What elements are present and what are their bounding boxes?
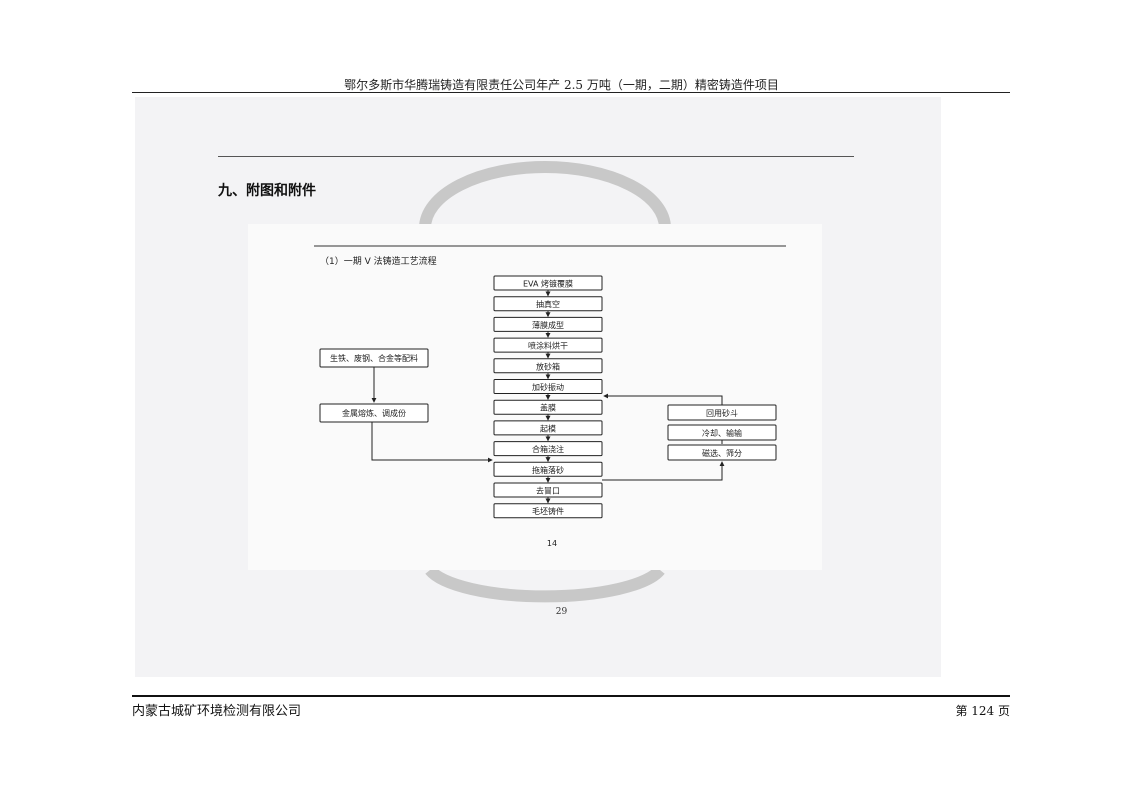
main-step-box bbox=[493, 316, 603, 332]
header-divider bbox=[132, 92, 1010, 93]
left-branch: 生铁、废钢、合金等配料 金属熔炼、调成份 bbox=[319, 348, 493, 463]
scan-page-number: 14 bbox=[547, 539, 557, 548]
figure-title: （1）一期 V 法铸造工艺流程 bbox=[320, 255, 437, 267]
left-step-box bbox=[319, 403, 429, 423]
main-step-label: 抽真空 bbox=[536, 299, 560, 309]
main-step-label: 放砂箱 bbox=[536, 361, 560, 371]
page-header-title: 鄂尔多斯市华腾瑞铸造有限责任公司年产 2.5 万吨（一期，二期）精密铸造件项目 bbox=[344, 78, 779, 92]
left-step-label: 金属熔炼、调成份 bbox=[342, 408, 406, 418]
footer-divider bbox=[132, 695, 1010, 697]
main-step-box bbox=[493, 503, 603, 519]
left-step-label: 生铁、废钢、合金等配料 bbox=[330, 353, 418, 363]
section-title: 九、附图和附件 bbox=[218, 183, 316, 199]
main-step-label: 喷涂料烘干 bbox=[528, 341, 568, 351]
right-step-box bbox=[667, 444, 777, 461]
main-step-label: EVA 烤镀覆膜 bbox=[523, 279, 573, 289]
main-step-label: 薄膜成型 bbox=[532, 320, 564, 330]
main-step-label: 毛坯铸件 bbox=[532, 506, 564, 516]
right-branch: 回用砂斗 冷却、输输 磁选、筛分 bbox=[602, 393, 777, 481]
process-flow-diagram: （1）一期 V 法铸造工艺流程 EVA 烤镀覆膜抽真空薄膜成型喷涂料烘干放砂箱加… bbox=[314, 245, 786, 548]
right-step-label: 冷却、输输 bbox=[702, 428, 742, 438]
main-steps: EVA 烤镀覆膜抽真空薄膜成型喷涂料烘干放砂箱加砂振动盖膜起模合箱浇注拖箱落砂去… bbox=[493, 275, 603, 519]
sand-return-arrow bbox=[603, 393, 723, 405]
footer-company: 内蒙古城矿环境检测有限公司 bbox=[132, 704, 302, 719]
main-step-label: 合箱浇注 bbox=[532, 444, 564, 454]
main-step-box bbox=[493, 461, 603, 477]
main-step-box bbox=[493, 358, 603, 374]
footer-page-label: 第 124 页 bbox=[955, 704, 1010, 718]
left-to-pouring-arrow bbox=[371, 422, 493, 463]
inner-page-number: 29 bbox=[555, 607, 568, 617]
shakeout-to-screening-arrow bbox=[602, 461, 725, 481]
main-step-label: 加砂振动 bbox=[532, 382, 564, 392]
main-step-label: 盖膜 bbox=[540, 403, 556, 413]
scan-divider bbox=[218, 156, 854, 157]
right-step-label: 回用砂斗 bbox=[706, 408, 738, 418]
main-step-label: 去冒口 bbox=[536, 486, 560, 496]
main-step-label: 起模 bbox=[540, 423, 556, 433]
main-step-label: 拖箱落砂 bbox=[532, 465, 564, 475]
right-step-label: 磁选、筛分 bbox=[702, 448, 742, 458]
